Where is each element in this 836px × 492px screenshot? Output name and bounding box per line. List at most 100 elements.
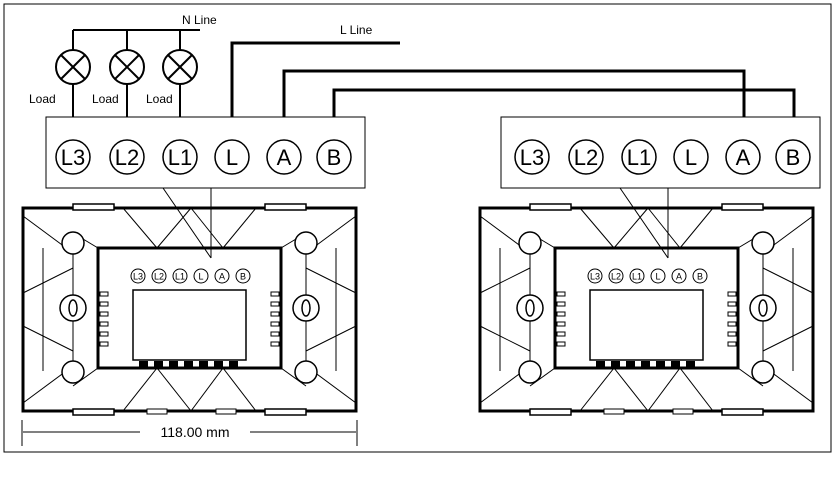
left-side-pin-right-5 xyxy=(270,341,280,347)
left-terminal-3 xyxy=(214,139,250,175)
right-mount-tab-0 xyxy=(529,203,572,211)
left-terminal-label-5: B xyxy=(327,145,342,170)
right-pin-label-circle-2 xyxy=(629,268,645,284)
right-bottom-pin-5 xyxy=(671,361,680,368)
right-side-pin-left-4 xyxy=(556,331,566,337)
left-pin-label-2: L1 xyxy=(175,272,185,282)
left-frame-line-17 xyxy=(156,367,192,412)
right-small-tab-0 xyxy=(603,408,625,415)
right-pin-label-circle-3 xyxy=(650,268,666,284)
right-terminal-5 xyxy=(775,139,811,175)
left-frame-line-6 xyxy=(305,267,357,294)
right-pin-label-2: L1 xyxy=(632,272,642,282)
left-slot-inner-1 xyxy=(301,299,311,317)
left-bottom-pin-0 xyxy=(139,361,148,368)
right-frame-line-17 xyxy=(613,367,649,412)
right-side-pin-left-5 xyxy=(556,341,566,347)
right-chip xyxy=(589,289,704,361)
left-side-pin-left-4 xyxy=(99,331,109,337)
left-chip xyxy=(132,289,247,361)
load-label-1: Load xyxy=(29,92,56,106)
right-pin-label-5: B xyxy=(697,272,703,282)
left-mount-tab-1 xyxy=(264,203,307,211)
right-mount-tab-2 xyxy=(529,408,572,416)
left-slot-inner-0 xyxy=(68,299,78,317)
right-side-pin-right-3 xyxy=(727,321,737,327)
left-screw-hole-1 xyxy=(294,231,318,255)
left-pin-label-5: B xyxy=(240,272,246,282)
left-small-tab-1 xyxy=(215,408,237,415)
left-terminal-label-3: L xyxy=(226,145,238,170)
left-side-pin-left-1 xyxy=(99,301,109,307)
right-frame-line-9 xyxy=(529,367,556,387)
right-bottom-pin-4 xyxy=(656,361,665,368)
right-terminal-block xyxy=(500,116,821,189)
right-pin-label-circle-1 xyxy=(608,268,624,284)
left-screw-hole-3 xyxy=(294,360,318,384)
left-pin-label-circle-0 xyxy=(130,268,146,284)
left-mount-tab-2 xyxy=(72,408,115,416)
right-frame-line-19 xyxy=(679,367,714,412)
right-leader-a xyxy=(619,187,669,259)
right-terminal-label-3: L xyxy=(685,145,697,170)
right-side-pin-right-2 xyxy=(727,311,737,317)
right-small-tab-1 xyxy=(672,408,694,415)
load-label-3: Load xyxy=(146,92,173,106)
left-terminal-4 xyxy=(266,139,302,175)
right-slot-inner-1 xyxy=(758,299,768,317)
left-bottom-pin-5 xyxy=(214,361,223,368)
left-leader-a xyxy=(162,187,212,259)
a-traveller-wire xyxy=(282,69,746,140)
right-bottom-pin-1 xyxy=(611,361,620,368)
left-side-pin-left-3 xyxy=(99,321,109,327)
right-frame-line-11 xyxy=(737,367,764,387)
dimension-line xyxy=(21,420,358,446)
left-bottom-pin-2 xyxy=(169,361,178,368)
left-frame-line-5 xyxy=(22,325,74,352)
right-terminal-2 xyxy=(621,139,657,175)
left-pin-label-3: L xyxy=(198,272,203,282)
left-mount-tab-0 xyxy=(72,203,115,211)
outer-frame xyxy=(3,3,832,453)
left-side-pin-left-5 xyxy=(99,341,109,347)
left-bottom-pin-3 xyxy=(184,361,193,368)
right-terminal-label-4: A xyxy=(736,145,751,170)
right-pin-label-circle-4 xyxy=(671,268,687,284)
left-screw-hole-2 xyxy=(61,360,85,384)
left-terminal-label-2: L1 xyxy=(168,145,192,170)
left-side-pin-left-0 xyxy=(99,291,109,297)
left-pin-label-circle-4 xyxy=(214,268,230,284)
right-terminal-label-5: B xyxy=(786,145,801,170)
left-pin-label-0: L3 xyxy=(133,272,143,282)
right-side-pin-left-2 xyxy=(556,311,566,317)
right-pin-label-0: L3 xyxy=(590,272,600,282)
left-screw-hole-0 xyxy=(61,231,85,255)
left-terminal-label-0: L3 xyxy=(61,145,85,170)
right-pin-label-4: A xyxy=(676,272,682,282)
right-side-pin-left-3 xyxy=(556,321,566,327)
left-mount-tab-3 xyxy=(264,408,307,416)
right-mount-tab-3 xyxy=(721,408,764,416)
right-pin-label-3: L xyxy=(655,272,660,282)
right-terminal-4 xyxy=(725,139,761,175)
left-pin-label-circle-2 xyxy=(172,268,188,284)
right-frame-line-14 xyxy=(647,207,681,249)
right-terminal-label-1: L2 xyxy=(574,145,598,170)
left-frame-line-16 xyxy=(122,367,158,412)
right-pin-label-circle-0 xyxy=(587,268,603,284)
left-side-pin-right-4 xyxy=(270,331,280,337)
right-terminal-0 xyxy=(514,139,550,175)
right-frame-line-4 xyxy=(479,267,531,294)
left-terminal-0 xyxy=(55,139,91,175)
l-line-label: L Line xyxy=(340,23,373,37)
right-frame-line-13 xyxy=(613,207,649,249)
left-terminal-2 xyxy=(162,139,198,175)
left-frame-line-13 xyxy=(156,207,192,249)
right-side-pin-right-0 xyxy=(727,291,737,297)
left-small-tab-0 xyxy=(146,408,168,415)
right-screw-hole-0 xyxy=(518,231,542,255)
